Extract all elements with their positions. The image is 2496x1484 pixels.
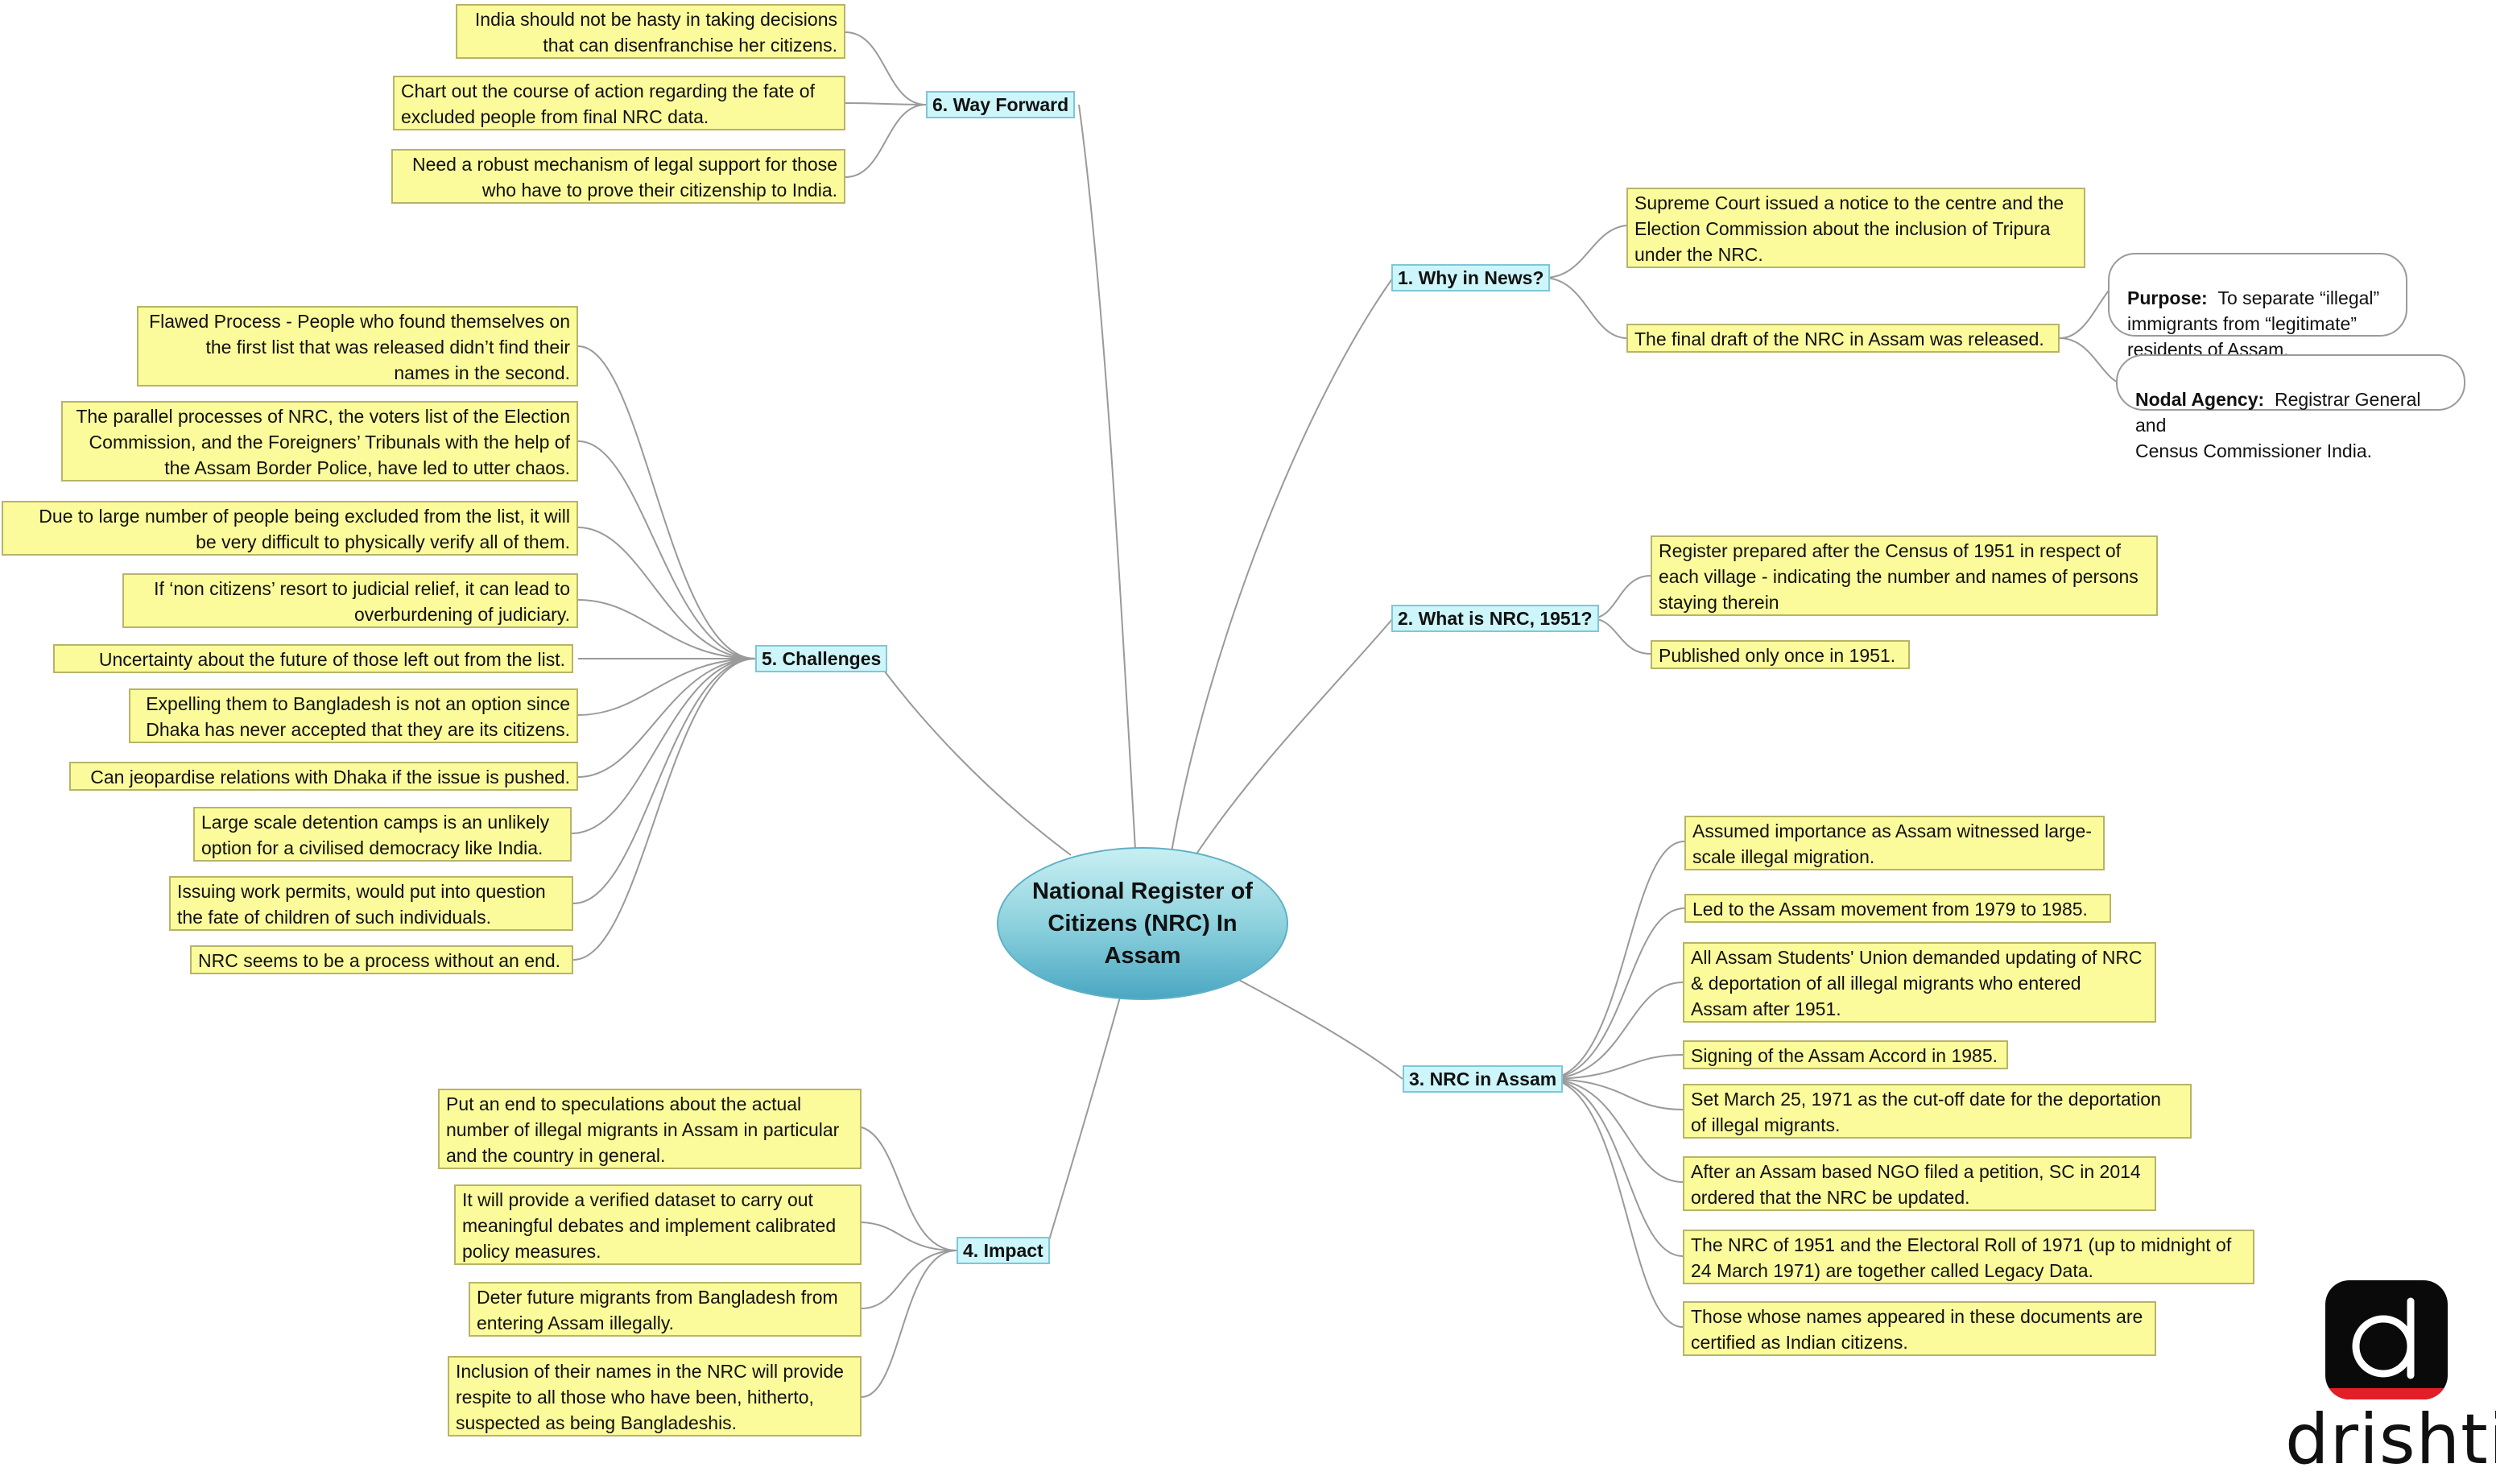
challenge-item: Expelling them to Bangladesh is not an o… bbox=[129, 688, 578, 743]
impact-item: Deter future migrants from Bangladesh fr… bbox=[469, 1282, 862, 1337]
branch-challenges[interactable]: 5. Challenges bbox=[755, 645, 888, 672]
impact-item: Inclusion of their names in the NRC will… bbox=[448, 1356, 862, 1436]
logo-letter-d-icon bbox=[2352, 1297, 2415, 1379]
nrc-in-assam-item: After an Assam based NGO filed a petitio… bbox=[1683, 1156, 2156, 1211]
way-forward-item: Chart out the course of action regarding… bbox=[393, 76, 845, 130]
challenge-item: Flawed Process - People who found themse… bbox=[137, 306, 578, 387]
nodal-agency-heading: Nodal Agency: bbox=[2135, 389, 2265, 410]
challenge-item: Issuing work permits, would put into que… bbox=[169, 876, 573, 931]
nrc-in-assam-item: The NRC of 1951 and the Electoral Roll o… bbox=[1683, 1230, 2254, 1284]
way-forward-item: India should not be hasty in taking deci… bbox=[456, 4, 845, 59]
logo-wordmark: drishti bbox=[2285, 1399, 2496, 1480]
branch-nrc-in-assam[interactable]: 3. NRC in Assam bbox=[1403, 1065, 1564, 1093]
nodal-agency-detail: Nodal Agency: Registrar General and Cens… bbox=[2116, 354, 2465, 461]
challenge-item: If ‘non citizens’ resort to judicial rel… bbox=[122, 573, 578, 628]
challenge-item: NRC seems to be a process without an end… bbox=[190, 945, 573, 974]
impact-item: It will provide a verified dataset to ca… bbox=[454, 1184, 862, 1265]
challenge-item: Can jeopardise relations with Dhaka if t… bbox=[69, 762, 578, 791]
nrc-in-assam-item: All Assam Students' Union demanded updat… bbox=[1683, 942, 2156, 1023]
nrc-in-assam-item: Signing of the Assam Accord in 1985. bbox=[1683, 1040, 2008, 1069]
challenge-item: Uncertainty about the future of those le… bbox=[53, 644, 573, 673]
what-is-nrc-item: Published only once in 1951. bbox=[1651, 640, 1910, 669]
branch-why-in-news[interactable]: 1. Why in News? bbox=[1391, 264, 1551, 291]
impact-item: Put an end to speculations about the act… bbox=[438, 1089, 862, 1169]
challenge-item: The parallel processes of NRC, the voter… bbox=[61, 401, 578, 482]
branch-way-forward[interactable]: 6. Way Forward bbox=[926, 91, 1076, 118]
nodal-agency-text: Registrar General and Census Commissione… bbox=[2135, 389, 2421, 461]
challenge-item: Large scale detention camps is an unlike… bbox=[193, 807, 572, 862]
purpose-heading: Purpose: bbox=[2127, 287, 2208, 308]
way-forward-item: Need a robust mechanism of legal support… bbox=[391, 149, 845, 204]
logo-accent-bar bbox=[2325, 1388, 2448, 1399]
nrc-in-assam-item: Assumed importance as Assam witnessed la… bbox=[1684, 816, 2105, 870]
central-topic[interactable]: National Register of Citizens (NRC) In A… bbox=[997, 847, 1288, 1000]
branch-impact[interactable]: 4. Impact bbox=[957, 1237, 1050, 1264]
why-in-news-item: Supreme Court issued a notice to the cen… bbox=[1626, 188, 2085, 268]
logo-mark bbox=[2325, 1280, 2448, 1399]
challenge-item: Due to large number of people being excl… bbox=[2, 501, 578, 556]
purpose-text: To separate “illegal” immigrants from “l… bbox=[2127, 287, 2380, 360]
branch-what-is-nrc[interactable]: 2. What is NRC, 1951? bbox=[1391, 605, 1599, 632]
purpose-detail: Purpose: To separate “illegal” immigrant… bbox=[2108, 253, 2407, 360]
nrc-in-assam-item: Those whose names appeared in these docu… bbox=[1683, 1301, 2156, 1356]
drishti-logo: drishti bbox=[2285, 1280, 2496, 1482]
nrc-in-assam-item: Set March 25, 1971 as the cut-off date f… bbox=[1683, 1084, 2192, 1139]
why-in-news-item: The final draft of the NRC in Assam was … bbox=[1626, 324, 2060, 353]
nrc-in-assam-item: Led to the Assam movement from 1979 to 1… bbox=[1684, 894, 2111, 923]
what-is-nrc-item: Register prepared after the Census of 19… bbox=[1651, 535, 2158, 616]
